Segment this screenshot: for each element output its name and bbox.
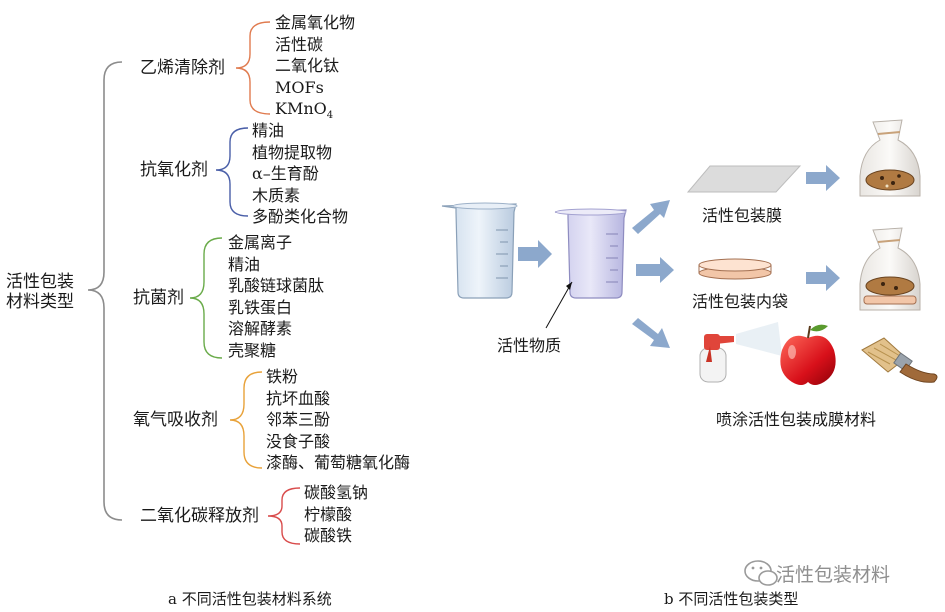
antioxidant-item: 精油	[252, 121, 285, 140]
spray-bottle-icon	[699, 322, 782, 383]
pouch-disc-icon	[698, 258, 772, 280]
wechat-logo-icon	[744, 560, 778, 586]
category-ethylene: 乙烯清除剂	[140, 58, 225, 78]
active-substance-label: 活性物质	[497, 336, 562, 355]
ethylene-item: 活性碳	[275, 34, 324, 54]
root-label-line-2: 材料类型	[6, 292, 74, 312]
film-sheet-icon	[686, 165, 802, 193]
watermark-text: 活性包装材料	[776, 564, 891, 586]
category-antibacterial: 抗菌剂	[133, 288, 184, 308]
packaged-cookie-pouch-icon	[859, 227, 921, 311]
ethylene-item: 二氧化钛	[275, 56, 340, 75]
antibacterial-item: 乳铁蛋白	[228, 297, 293, 317]
antioxidant-items: 精油 植物提取物 α–生育酚 木质素 多酚类化合物	[252, 120, 348, 228]
antioxidant-item: 多酚类化合物	[252, 207, 349, 226]
ethylene-item-kmno4: KMnO4	[275, 98, 355, 127]
antioxidant-item: 木质素	[252, 185, 301, 205]
oxygen-item: 铁粉	[266, 367, 299, 386]
co2-brace	[267, 487, 301, 545]
oxygen-item: 漆酶、葡萄糖氧化酶	[266, 453, 411, 472]
film-label: 活性包装膜	[702, 206, 783, 225]
antibacterial-items: 金属离子 精油 乳酸链球菌肽 乳铁蛋白 溶解酵素 壳聚糖	[228, 232, 324, 361]
antibacterial-item: 乳酸链球菌肽	[228, 276, 325, 295]
oxygen-items: 铁粉 抗坏血酸 邻苯三酚 没食子酸 漆酶、葡萄糖氧化酶	[266, 366, 410, 474]
arrow-down-right-icon	[632, 318, 670, 348]
caption-a: a 不同活性包装材料系统	[168, 590, 332, 608]
antibacterial-item: 金属离子	[228, 233, 293, 252]
antioxidant-brace	[215, 127, 249, 217]
oxygen-brace	[229, 371, 263, 469]
arrow-right-2-icon	[636, 257, 674, 283]
ethylene-items: 金属氧化物 活性碳 二氧化钛 MOFs KMnO4	[275, 12, 355, 127]
caption-b: b 不同活性包装类型	[664, 590, 799, 608]
pointer-line	[545, 281, 573, 329]
category-antioxidant: 抗氧化剂	[140, 160, 208, 180]
co2-item: 柠檬酸	[304, 504, 353, 524]
paint-brush-icon	[861, 337, 938, 383]
antibacterial-item: 溶解酵素	[228, 319, 293, 338]
arrow-to-bag-2-icon	[806, 265, 840, 291]
spray-label: 喷涂活性包装成膜材料	[716, 410, 877, 429]
antibacterial-brace	[189, 237, 223, 359]
arrow-up-right-icon	[632, 200, 670, 234]
co2-item: 碳酸氢钠	[304, 483, 369, 502]
kmno4-base: KMnO	[275, 99, 327, 118]
co2-items: 碳酸氢钠 柠檬酸 碳酸铁	[304, 482, 368, 547]
ethylene-item: MOFs	[275, 77, 324, 97]
category-co2: 二氧化碳释放剂	[140, 506, 259, 526]
beaker-empty-icon	[441, 202, 518, 299]
arrow-right-1-icon	[518, 240, 552, 268]
oxygen-item: 邻苯三酚	[266, 410, 331, 429]
co2-item: 碳酸铁	[304, 526, 353, 545]
pointer-arrowhead-icon	[566, 282, 572, 290]
category-oxygen: 氧气吸收剂	[133, 410, 218, 430]
packaged-cookie-bag-icon	[859, 119, 921, 197]
apple-icon	[780, 324, 836, 385]
kmno4-subscript: 4	[326, 110, 334, 122]
antibacterial-item: 壳聚糖	[228, 340, 277, 360]
antibacterial-item: 精油	[228, 254, 261, 274]
ethylene-item: 金属氧化物	[275, 13, 356, 32]
root-label: 活性包装 材料类型	[6, 272, 74, 312]
oxygen-item: 抗坏血酸	[266, 388, 331, 408]
root-brace	[87, 61, 123, 521]
oxygen-item: 没食子酸	[266, 431, 331, 451]
pouch-label: 活性包装内袋	[692, 292, 789, 311]
arrow-to-bag-1-icon	[806, 165, 840, 191]
antioxidant-item: α–生育酚	[252, 164, 319, 183]
root-label-line-1: 活性包装	[6, 272, 74, 292]
ethylene-brace	[235, 21, 271, 115]
beaker-filled-icon	[554, 208, 627, 299]
antioxidant-item: 植物提取物	[252, 142, 333, 162]
